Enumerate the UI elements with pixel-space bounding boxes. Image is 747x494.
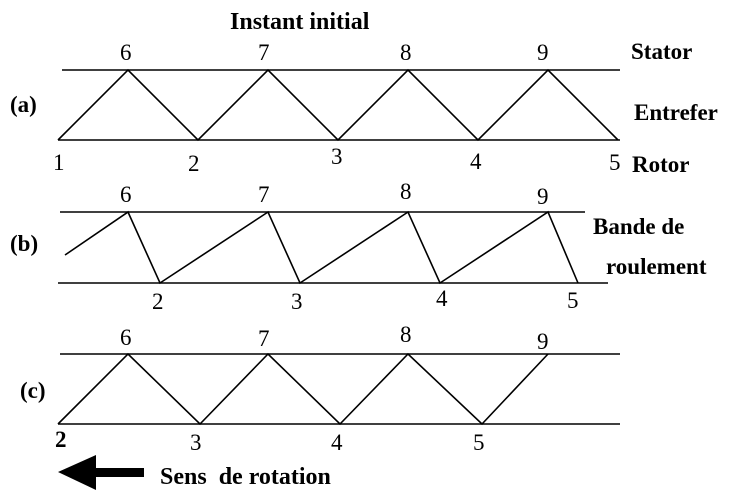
node-label: 9 [537, 40, 549, 65]
node-label: 3 [291, 289, 303, 314]
node-label: 6 [120, 182, 132, 207]
mesh-edges [57, 68, 619, 142]
node-label: 7 [258, 40, 270, 65]
node-label: 4 [436, 286, 448, 311]
rotor-label: Rotor [632, 152, 689, 177]
node-label: 5 [609, 150, 621, 175]
mesh-edges [64, 210, 579, 285]
node-label: 9 [537, 329, 549, 354]
diagram-title: Instant initial [230, 9, 370, 35]
row-b: (b) 6 7 8 9 2 3 4 5 [10, 179, 608, 314]
node-label: 2 [55, 427, 67, 452]
node-label: 8 [400, 322, 412, 347]
node-label: 6 [120, 40, 132, 65]
node-label: 8 [400, 179, 412, 204]
node-label: 4 [470, 149, 482, 174]
row-label: (b) [10, 231, 38, 256]
node-label: 9 [537, 184, 549, 209]
bande-label-line2: roulement [606, 254, 707, 279]
mesh-edges [57, 352, 549, 426]
bande-label-line1: Bande de [593, 214, 684, 239]
node-label: 6 [120, 325, 132, 350]
rotation-arrow-icon [58, 455, 144, 490]
row-a: (a) 6 7 8 9 1 2 3 4 5 [10, 40, 621, 176]
node-label: 5 [567, 288, 579, 313]
node-label: 1 [53, 150, 65, 175]
node-label: 4 [331, 430, 343, 455]
node-label: 2 [152, 289, 164, 314]
node-label: 3 [190, 430, 202, 455]
rotation-label: Sens de rotation [160, 464, 331, 490]
entrefer-label: Entrefer [634, 100, 718, 125]
row-label: (a) [10, 92, 37, 117]
node-label: 8 [400, 40, 412, 65]
node-label: 3 [331, 144, 343, 169]
row-label: (c) [20, 378, 46, 403]
node-label: 7 [258, 326, 270, 351]
stator-label: Stator [631, 39, 692, 64]
node-label: 5 [473, 430, 485, 455]
node-label: 2 [188, 151, 200, 176]
node-label: 7 [258, 182, 270, 207]
row-c: (c) 6 7 8 9 2 3 4 5 [20, 322, 620, 455]
